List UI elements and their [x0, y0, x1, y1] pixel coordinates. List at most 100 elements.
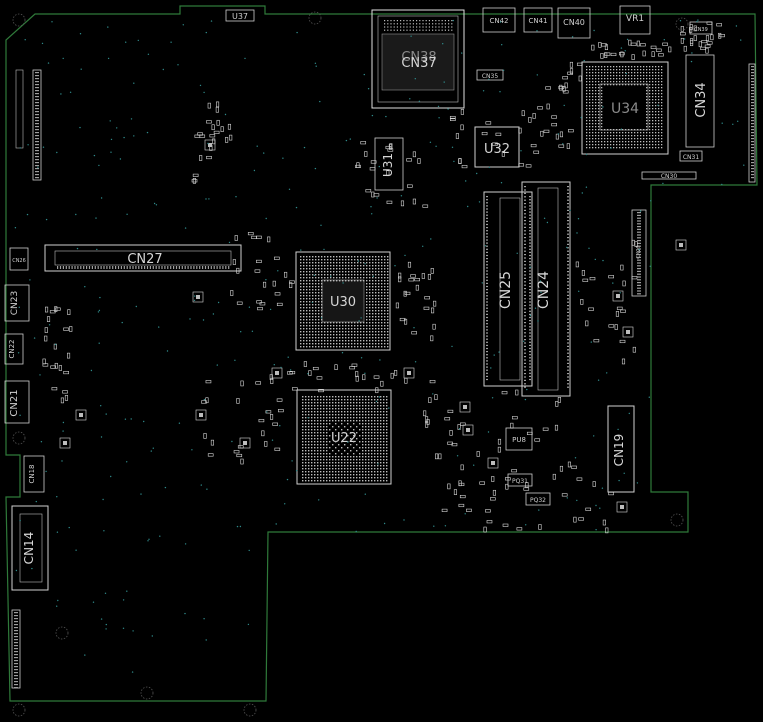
- pad: [359, 408, 361, 410]
- pad: [309, 337, 311, 339]
- pad: [365, 471, 367, 473]
- pad: [332, 411, 334, 413]
- pad: [646, 93, 648, 95]
- pad: [524, 342, 526, 344]
- pad: [306, 283, 308, 285]
- pad: [529, 351, 531, 353]
- pad: [619, 141, 621, 143]
- pad: [486, 292, 488, 294]
- pad: [524, 284, 526, 286]
- pad: [309, 256, 311, 258]
- pad: [192, 291, 204, 303]
- pad: [433, 300, 437, 307]
- via-dot: [318, 499, 320, 501]
- pad: [356, 402, 358, 404]
- pad: [311, 471, 313, 473]
- cn18-label: CN18: [28, 464, 36, 483]
- pad: [117, 266, 120, 269]
- via-dot: [248, 306, 251, 308]
- pad: [371, 477, 373, 479]
- pad: [586, 78, 588, 80]
- via-dot: [39, 374, 41, 376]
- pad: [326, 426, 328, 428]
- pad: [524, 240, 526, 242]
- pad: [567, 196, 569, 198]
- pad: [323, 480, 325, 482]
- via-dot: [296, 31, 298, 34]
- pad: [353, 456, 355, 458]
- pad: [14, 681, 18, 683]
- pad: [339, 274, 341, 276]
- pad: [375, 334, 377, 336]
- pad: [300, 262, 302, 264]
- pad: [123, 266, 125, 269]
- via-dot: [314, 62, 317, 64]
- via-dot: [95, 217, 97, 219]
- via-dot: [563, 104, 565, 107]
- via-dot: [585, 186, 588, 188]
- pad: [403, 29, 405, 31]
- pad: [643, 138, 645, 140]
- pad: [312, 283, 314, 285]
- pad: [559, 131, 564, 138]
- pad: [751, 72, 754, 74]
- pad: [524, 281, 526, 283]
- pad: [492, 142, 498, 146]
- pad: [592, 84, 594, 86]
- via-dot: [358, 320, 360, 322]
- pad: [592, 123, 594, 125]
- pad: [571, 465, 577, 469]
- pad: [353, 405, 355, 407]
- pad: [710, 34, 714, 41]
- pad: [324, 343, 326, 345]
- pad: [332, 459, 334, 461]
- pad: [14, 639, 18, 641]
- pad: [486, 208, 488, 210]
- pad: [381, 319, 383, 321]
- pad: [359, 405, 361, 407]
- pad: [495, 132, 502, 136]
- cn14-outline: [11, 505, 49, 591]
- pad: [326, 447, 328, 449]
- pad: [384, 289, 386, 291]
- pad: [305, 468, 307, 470]
- pad: [592, 78, 594, 80]
- via-dot: [662, 182, 664, 185]
- pad: [126, 266, 128, 269]
- via-dot: [363, 73, 365, 76]
- pad: [368, 480, 370, 482]
- pad: [318, 337, 320, 339]
- pad: [305, 414, 307, 416]
- pad: [380, 453, 382, 455]
- pad: [381, 298, 383, 300]
- pad: [658, 108, 660, 110]
- via-dot: [577, 218, 580, 220]
- pad: [589, 144, 591, 146]
- pad: [14, 648, 18, 650]
- pad: [486, 307, 488, 309]
- pad: [372, 259, 374, 261]
- pad: [585, 507, 592, 511]
- pad: [309, 286, 311, 288]
- pad: [350, 414, 352, 416]
- pad: [345, 337, 347, 339]
- pad: [651, 51, 655, 57]
- pad: [400, 26, 402, 28]
- pad: [602, 519, 606, 526]
- pad: [486, 205, 488, 207]
- via-dot: [617, 428, 619, 431]
- pad: [332, 408, 334, 410]
- pad: [491, 461, 495, 465]
- pad: [314, 474, 316, 476]
- pad: [366, 292, 368, 294]
- pad: [523, 487, 530, 491]
- pad: [326, 459, 328, 461]
- pad: [344, 417, 346, 419]
- via-dot: [623, 472, 625, 474]
- pad: [323, 450, 325, 452]
- pad: [637, 72, 639, 74]
- pad: [567, 373, 569, 375]
- pad: [598, 84, 600, 86]
- pad: [595, 138, 597, 140]
- via-dot: [516, 252, 518, 254]
